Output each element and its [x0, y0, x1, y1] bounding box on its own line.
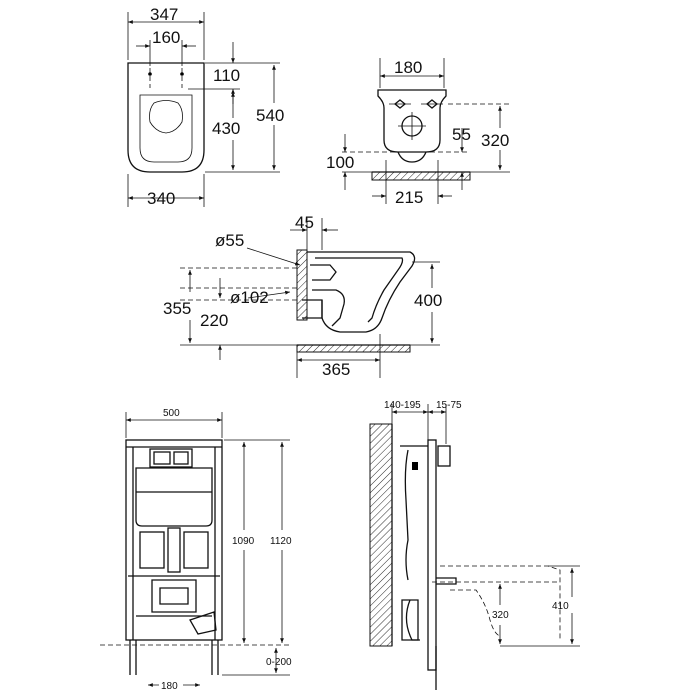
dim-110: 110 — [213, 66, 240, 85]
dim-1090: 1090 — [232, 536, 255, 547]
dim-d55: ø55 — [215, 231, 244, 250]
side-view: 45 ø55 ø102 355 220 400 365 — [163, 213, 442, 379]
dim-15-75: 15-75 — [436, 400, 462, 411]
dim-140-195: 140-195 — [384, 400, 421, 411]
dim-45: 45 — [295, 213, 314, 232]
fixing-hole-left — [389, 99, 411, 109]
dim-340: 340 — [147, 189, 175, 208]
dim-320: 320 — [481, 131, 509, 150]
dim-55: 55 — [452, 125, 471, 144]
dim-frame-320: 320 — [492, 610, 509, 621]
dim-220: 220 — [200, 311, 228, 330]
dim-0-200: 0-200 — [266, 657, 292, 668]
top-view-seat — [149, 100, 183, 134]
frame-outline — [125, 439, 223, 641]
dim-540: 540 — [256, 106, 284, 125]
dim-d102: ø102 — [230, 288, 269, 307]
wall-section — [296, 249, 308, 321]
bolt-hole-right — [180, 72, 184, 76]
inlet-symbol — [398, 112, 426, 140]
wall-hatch — [369, 423, 393, 647]
top-view: 347 160 110 430 540 340 — [127, 5, 284, 208]
frame-upright — [427, 439, 437, 671]
front-view-trap — [397, 151, 427, 163]
bowl-trap — [310, 264, 345, 327]
bowl-inner — [315, 257, 404, 323]
dim-160: 160 — [152, 28, 180, 47]
top-view-bowl — [139, 94, 193, 163]
cistern-side — [400, 445, 428, 641]
dim-355: 355 — [163, 299, 191, 318]
bowl-outline — [307, 251, 416, 333]
frame-front-view: 500 1090 1120 0-200 180 — [100, 408, 292, 692]
bolt-hole-left — [148, 72, 152, 76]
dim-215: 215 — [395, 188, 423, 207]
frame-side-view: 140-195 15-75 320 410 — [369, 400, 580, 690]
dim-frame-180: 180 — [161, 681, 178, 692]
dim-100: 100 — [326, 153, 354, 172]
dim-365: 365 — [322, 360, 350, 379]
drain-assembly — [151, 579, 197, 613]
dim-1120: 1120 — [270, 536, 292, 547]
pan-profile — [440, 565, 561, 640]
dim-500: 500 — [163, 408, 180, 419]
dim-430: 430 — [212, 119, 240, 138]
outlet-pipe — [302, 299, 323, 319]
flush-plate — [149, 448, 193, 468]
dim-410: 410 — [552, 601, 569, 612]
cistern — [135, 467, 213, 527]
top-view-outline — [127, 62, 205, 173]
dim-180: 180 — [394, 58, 422, 77]
fixing-hole-right — [421, 99, 443, 109]
dim-347: 347 — [150, 5, 178, 24]
front-view: 180 320 55 100 215 — [326, 58, 510, 207]
dim-400: 400 — [414, 291, 442, 310]
